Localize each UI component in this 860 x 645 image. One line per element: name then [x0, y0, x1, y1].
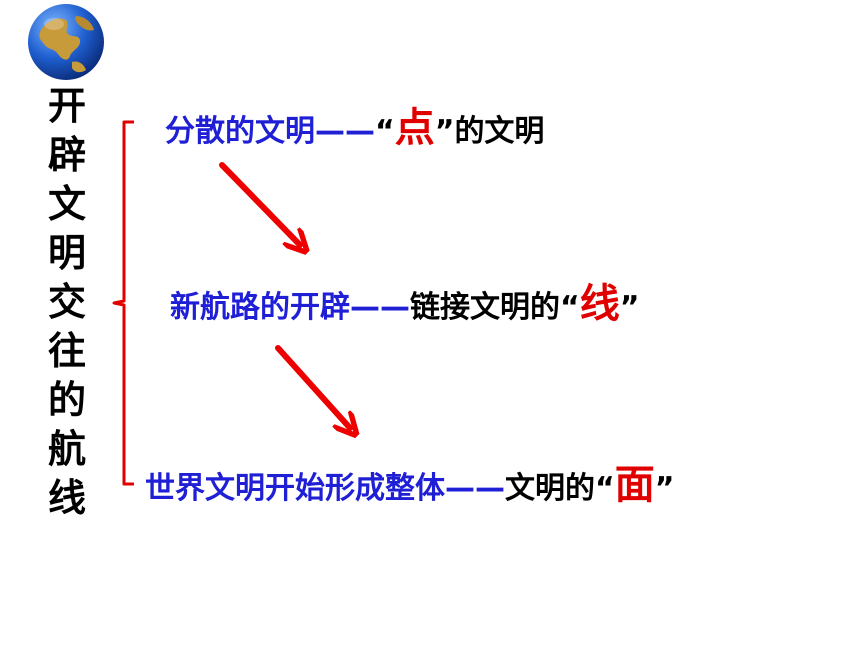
title-char: 明: [47, 231, 86, 275]
open-quote: “: [375, 114, 395, 149]
arrow-down-right-icon: [275, 345, 350, 428]
open-quote: “: [595, 471, 615, 506]
globe-icon: [28, 4, 104, 80]
title-char: 开: [47, 84, 86, 128]
row-mid-text: 文明的: [505, 471, 595, 506]
close-quote: ”: [654, 471, 675, 506]
row-tail-text: 的文明: [454, 114, 545, 149]
row-lead-text: 分散的文明: [165, 114, 315, 149]
row-dash: ——: [445, 471, 505, 506]
title-char: 的: [47, 378, 86, 422]
title-char: 交: [47, 280, 86, 324]
arrow-down-right-icon: [219, 162, 300, 245]
close-quote: ”: [619, 290, 640, 325]
key-character: 面: [614, 462, 655, 508]
row-lead-text: 世界文明开始形成整体: [145, 471, 445, 506]
key-character: 点: [394, 105, 435, 151]
title-char: 往: [47, 329, 86, 373]
title-char: 辟: [47, 133, 86, 177]
key-character: 线: [579, 281, 620, 327]
row-dash: ——: [315, 114, 375, 149]
close-quote: ”: [434, 114, 455, 149]
vertical-title: 开 辟 文 明 交 往 的 航 线: [44, 82, 90, 523]
row-world-integration: 世界文明开始形成整体——文明的“面”: [145, 465, 674, 509]
row-dash: ——: [350, 290, 410, 325]
row-scattered-civilization: 分散的文明——“点”的文明: [165, 108, 544, 152]
title-char: 文: [47, 182, 86, 226]
row-lead-text: 新航路的开辟: [170, 290, 350, 325]
title-char: 航: [47, 427, 86, 471]
left-brace: [112, 120, 134, 486]
row-new-route: 新航路的开辟——链接文明的“线”: [170, 284, 639, 328]
row-mid-text: 链接文明的: [410, 290, 560, 325]
title-char: 线: [47, 476, 86, 520]
open-quote: “: [560, 290, 580, 325]
